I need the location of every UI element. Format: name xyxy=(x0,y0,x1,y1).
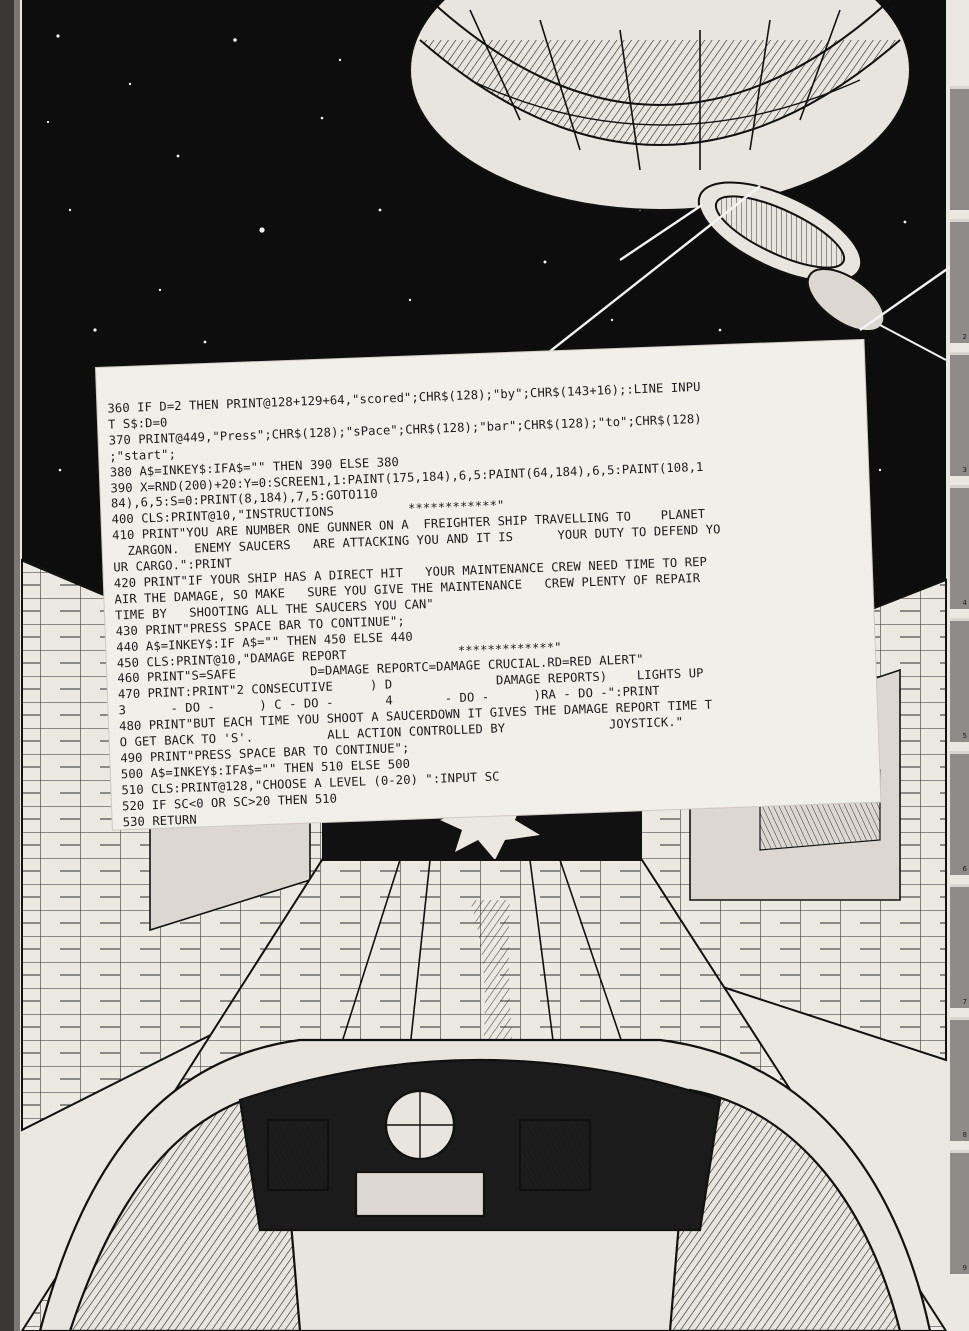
mothership xyxy=(409,0,911,211)
basic-program-listing: 360 IF D=2 THEN PRINT@128+129+64,"scored… xyxy=(96,339,881,830)
edge-tab: 5 xyxy=(950,618,969,742)
edge-tab xyxy=(950,86,969,210)
edge-tab: 8 xyxy=(950,1017,969,1141)
edge-tab: 7 xyxy=(950,884,969,1008)
edge-tabs: 2 3 4 5 6 7 8 9 xyxy=(950,86,969,1331)
edge-tab: 2 xyxy=(950,219,969,343)
saucer xyxy=(697,181,947,361)
edge-tab: 6 xyxy=(950,751,969,875)
edge-tab: 3 xyxy=(950,352,969,476)
edge-tab: 4 xyxy=(950,485,969,609)
code-lines: 360 IF D=2 THEN PRINT@128+129+64,"scored… xyxy=(107,379,731,830)
stars xyxy=(46,34,907,472)
edge-tab: 9 xyxy=(950,1150,969,1274)
cockpit xyxy=(38,1038,932,1331)
